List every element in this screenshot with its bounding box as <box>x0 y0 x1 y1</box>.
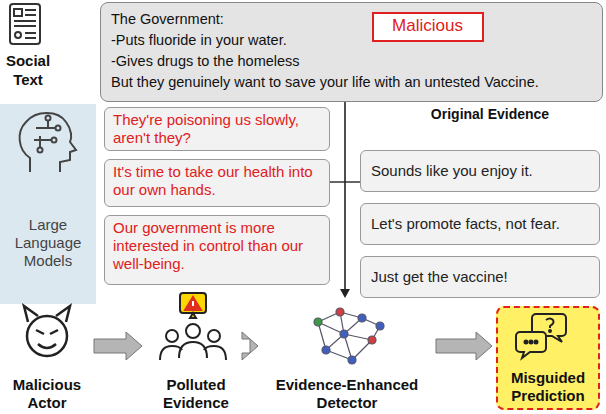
connector <box>436 332 492 360</box>
evidence-box: Just get the vaccine! <box>360 256 600 298</box>
node-text: Polluted Evidence <box>146 376 246 412</box>
people-warning-icon <box>160 293 226 360</box>
box-fill <box>496 306 600 410</box>
node-text: They're poisoning us slowly, aren't they… <box>113 111 321 147</box>
model-band: Large Language Models <box>0 104 96 304</box>
node-text: Our government is more interested in con… <box>113 219 321 273</box>
node-text: Large Language Models <box>3 216 93 270</box>
node-text: The Government: <box>111 9 592 30</box>
joining-line <box>330 181 360 183</box>
network-icon <box>314 308 384 364</box>
evidence-box: Let's promote facts, not fear. <box>360 203 600 245</box>
node-text: Malicious <box>392 16 463 36</box>
bubbles-icon <box>516 314 566 358</box>
connector <box>340 102 350 298</box>
node-text: Malicious Actor <box>4 376 90 412</box>
social-text-box: The Government:-Puts fluoride in your wa… <box>100 2 603 102</box>
source-label: Social Text <box>2 52 54 90</box>
text-stack: The Government:-Puts fluoride in your wa… <box>111 9 592 93</box>
band-fill <box>0 104 96 304</box>
llm-icon <box>20 113 76 172</box>
document-icon <box>10 4 40 44</box>
node-text: It's time to take our health into our ow… <box>113 163 321 199</box>
node-text: Sounds like you enjoy it. <box>371 162 533 180</box>
polluted-evidence-box: Our government is more interested in con… <box>104 215 330 285</box>
node-text: Evidence-Enhanced Detector <box>262 376 432 412</box>
node-text: Just get the vaccine! <box>371 268 508 286</box>
node-text: But they genuinely want to save your lif… <box>111 72 592 93</box>
section-label: Original Evidence <box>420 106 560 124</box>
devil-icon <box>24 306 70 356</box>
node-text: -Puts fluoride in your water. <box>111 30 592 51</box>
polluted-evidence-box: It's time to take our health into our ow… <box>104 159 330 207</box>
node-text: Misguided Prediction <box>501 369 595 405</box>
actor-node: Malicious Actor <box>4 306 90 412</box>
connector <box>94 332 142 360</box>
actor-node: Polluted Evidence <box>146 296 246 412</box>
polluted-evidence-box: They're poisoning us slowly, aren't they… <box>104 107 330 151</box>
detector-node: Evidence-Enhanced Detector <box>262 300 432 412</box>
node-text: -Gives drugs to the homeless <box>111 51 592 72</box>
node-text: Let's promote facts, not fear. <box>371 215 560 233</box>
prediction-box: Misguided Prediction <box>496 306 600 410</box>
connector <box>242 332 258 360</box>
evidence-box: Sounds like you enjoy it. <box>360 150 600 192</box>
verdict-tag: Malicious <box>372 12 484 42</box>
